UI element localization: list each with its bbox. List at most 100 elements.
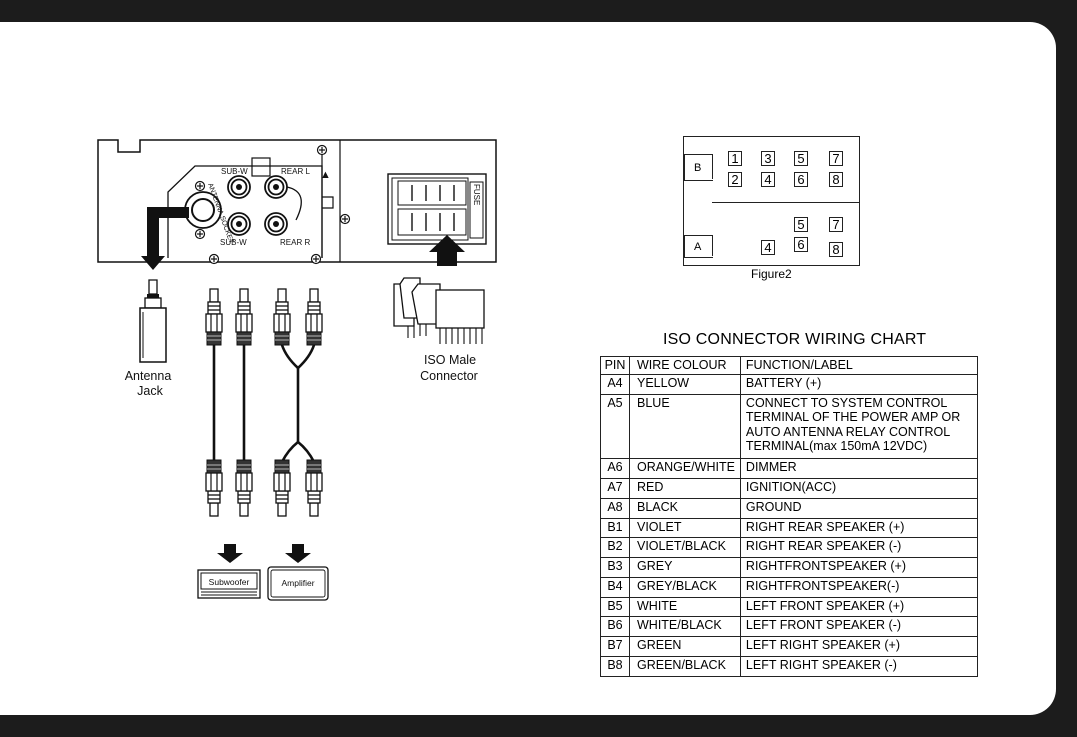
- pin-a4: 4: [761, 240, 775, 255]
- divider: [712, 235, 713, 256]
- wiring-diagram: ▲ ANTENNA SOCKET SUB-W REAR L SUB-W REAR…: [97, 139, 497, 601]
- wire-colour-cell: BLUE: [629, 393, 741, 459]
- iso-male-connector: [393, 277, 485, 344]
- wire-colour-cell: GREEN: [629, 635, 741, 657]
- function-cell: DIMMER: [739, 457, 979, 479]
- subwoofer-box: Subwoofer: [197, 569, 261, 599]
- rca-output-jacks: SUB-W REAR L SUB-W REAR R: [220, 167, 310, 247]
- subwoofer-arrow: [217, 544, 243, 563]
- pin-a8: 8: [829, 242, 843, 257]
- wire-colour-cell: GREY/BLACK: [629, 576, 741, 598]
- iso-pin-layout-figure: B A 1 2 3 4 5 6 7 8 4 5 6 7 8: [683, 136, 860, 266]
- rear-l-label: REAR L: [281, 167, 310, 176]
- pin-cell: B7: [600, 635, 630, 657]
- divider: [712, 154, 713, 179]
- function-cell: CONNECT TO SYSTEM CONTROL TERMINAL OF TH…: [739, 393, 979, 459]
- pin-cell: A4: [600, 373, 630, 395]
- rca-cables: [205, 288, 323, 517]
- row-a-label: A: [694, 241, 702, 253]
- iso-male-connector-label-line2: Connector: [420, 369, 478, 383]
- pin-a5: 5: [794, 217, 808, 232]
- wire-colour-cell: GREY: [629, 556, 741, 578]
- header-wire-colour: WIRE COLOUR: [629, 356, 741, 375]
- iso-arrow: [429, 235, 465, 266]
- row-b-lip: [684, 154, 713, 181]
- function-cell: LEFT FRONT SPEAKER (+): [739, 596, 979, 617]
- pin-cell: A8: [600, 497, 630, 519]
- pin-cell: B3: [600, 556, 630, 578]
- amplifier-label: Amplifier: [281, 578, 314, 588]
- sub-w-top-label: SUB-W: [221, 167, 248, 176]
- pin-cell: B2: [600, 536, 630, 558]
- pin-a6: 6: [794, 237, 808, 252]
- pin-b3: 3: [761, 151, 775, 166]
- header-pin: PIN: [600, 356, 630, 375]
- antenna-jack-plug: [139, 279, 167, 363]
- function-cell: IGNITION(ACC): [739, 477, 979, 499]
- function-cell: LEFT FRONT SPEAKER (-): [739, 615, 979, 637]
- wire-colour-cell: YELLOW: [629, 373, 741, 395]
- amplifier-arrow: [285, 544, 311, 563]
- antenna-jack-label-line2: Jack: [137, 384, 163, 398]
- figure2-caption: Figure2: [751, 267, 792, 281]
- wire-colour-cell: VIOLET/BLACK: [629, 536, 741, 558]
- antenna-jack-label-line1: Antenna: [125, 369, 172, 383]
- function-cell: LEFT RIGHT SPEAKER (+): [739, 635, 979, 657]
- wire-colour-cell: BLACK: [629, 497, 741, 519]
- table-header-row: PIN WIRE COLOUR FUNCTION/LABEL: [600, 356, 979, 375]
- header-function: FUNCTION/LABEL: [739, 356, 979, 375]
- function-cell: LEFT RIGHT SPEAKER (-): [739, 655, 979, 677]
- pin-cell: B5: [600, 596, 630, 617]
- pin-cell: B4: [600, 576, 630, 598]
- pin-b4: 4: [761, 172, 775, 187]
- row-divider: [712, 202, 860, 203]
- function-cell: BATTERY (+): [739, 373, 979, 395]
- pin-cell: A5: [600, 393, 630, 459]
- pin-a7: 7: [829, 217, 843, 232]
- pin-b6: 6: [794, 172, 808, 187]
- wire-colour-cell: VIOLET: [629, 517, 741, 538]
- wire-colour-cell: WHITE: [629, 596, 741, 617]
- fuse-label: FUSE: [472, 184, 481, 205]
- function-cell: RIGHTFRONTSPEAKER (+): [739, 556, 979, 578]
- pin-cell: A7: [600, 477, 630, 499]
- function-cell: GROUND: [739, 497, 979, 519]
- iso-male-connector-label-line1: ISO Male: [424, 353, 476, 367]
- row-b-label: B: [694, 162, 702, 174]
- amplifier-box: Amplifier: [267, 566, 329, 601]
- pin-cell: A6: [600, 457, 630, 479]
- function-cell: RIGHT REAR SPEAKER (+): [739, 517, 979, 538]
- wiring-chart-title: ISO CONNECTOR WIRING CHART: [663, 331, 927, 348]
- wire-colour-cell: ORANGE/WHITE: [629, 457, 741, 479]
- pin-b8: 8: [829, 172, 843, 187]
- manual-page: ▲ ANTENNA SOCKET SUB-W REAR L SUB-W REAR…: [0, 22, 1056, 715]
- pin-cell: B8: [600, 655, 630, 677]
- pin-cell: B6: [600, 615, 630, 637]
- pin-b2: 2: [728, 172, 742, 187]
- svg-text:▲: ▲: [320, 169, 331, 181]
- pin-b5: 5: [794, 151, 808, 166]
- iso-socket: FUSE: [387, 173, 487, 245]
- row-a-lip: [684, 235, 713, 258]
- pin-cell: B1: [600, 517, 630, 538]
- wire-colour-cell: WHITE/BLACK: [629, 615, 741, 637]
- pin-b1: 1: [728, 151, 742, 166]
- antenna-arrow: [141, 207, 189, 270]
- wire-colour-cell: GREEN/BLACK: [629, 655, 741, 677]
- function-cell: RIGHT REAR SPEAKER (-): [739, 536, 979, 558]
- subwoofer-label: Subwoofer: [209, 577, 250, 587]
